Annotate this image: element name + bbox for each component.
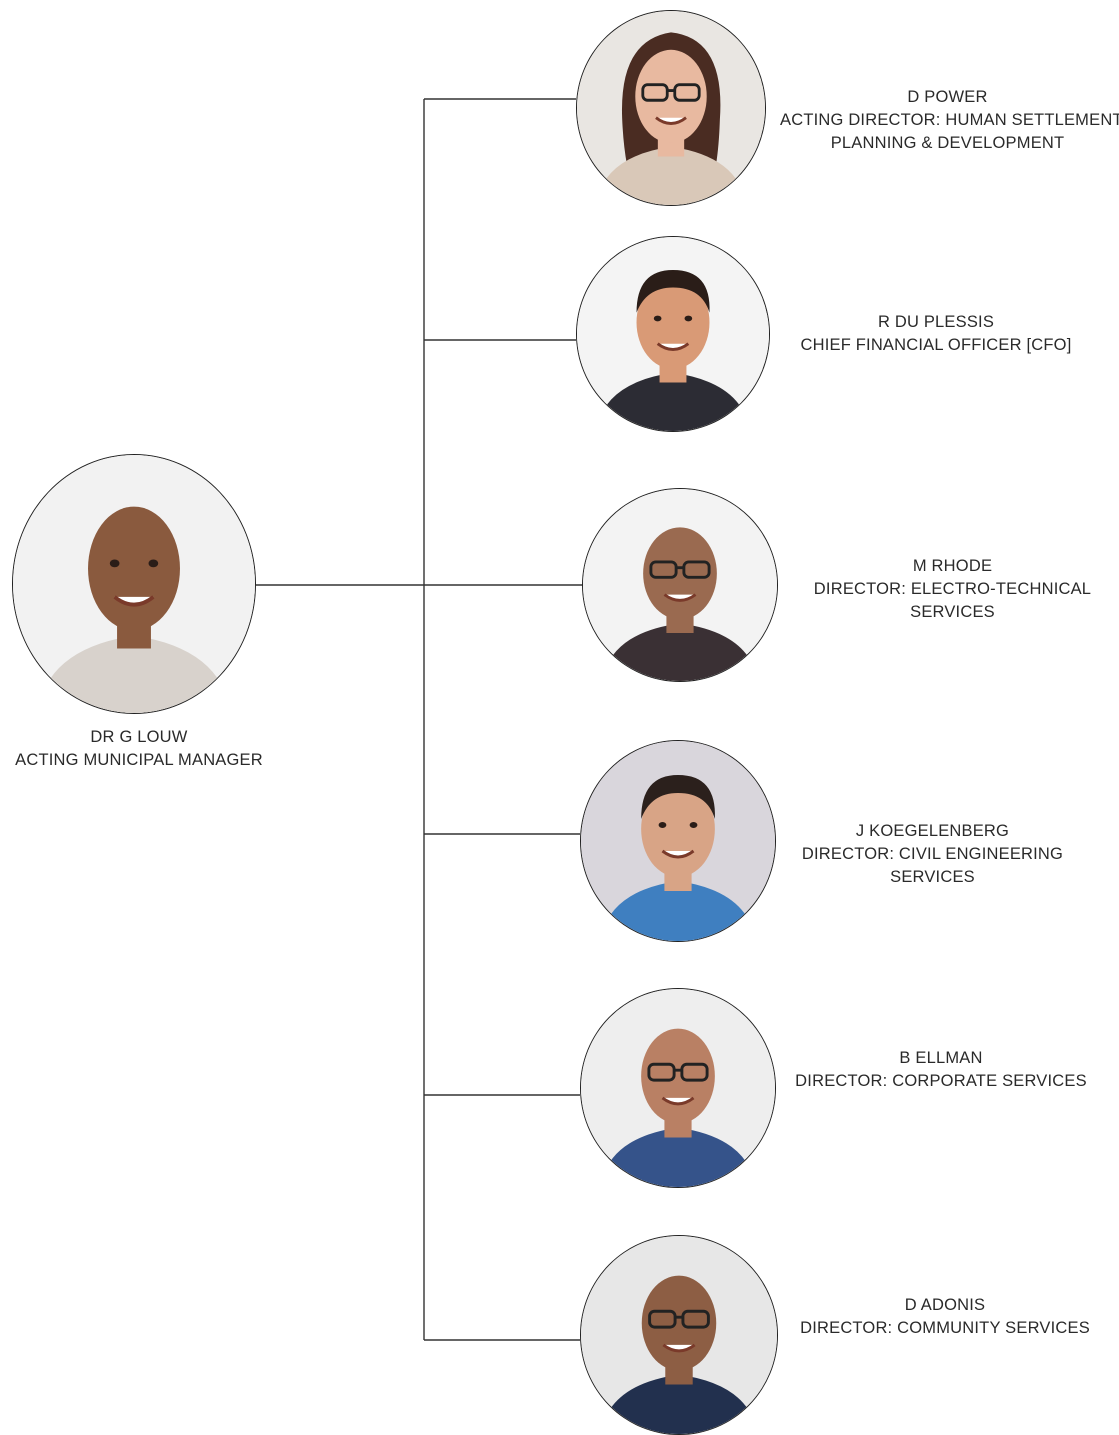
director-label: D ADONIS DIRECTOR: COMMUNITY SERVICES [780, 1294, 1110, 1340]
director-label: M RHODE DIRECTOR: ELECTRO-TECHNICAL SERVIC… [790, 555, 1115, 624]
director-name: B ELLMAN [899, 1049, 983, 1067]
director-photo [576, 236, 770, 432]
director-title-line: DIRECTOR: CORPORATE SERVICES [795, 1072, 1087, 1090]
director-label: B ELLMAN DIRECTOR: CORPORATE SERVICES [780, 1047, 1102, 1093]
manager-label: DR G LOUW ACTING MUNICIPAL MANAGER [0, 726, 278, 772]
director-photo [576, 10, 766, 206]
director-title-line: ACTING DIRECTOR: HUMAN SETTLEMENTS, [780, 111, 1119, 129]
director-title-line: PLANNING & DEVELOPMENT [830, 134, 1065, 152]
director-label: J KOEGELENBERG DIRECTOR: CIVIL ENGINEERIN… [780, 820, 1085, 889]
director-title-line: SERVICES [910, 603, 995, 621]
director-photo [582, 488, 778, 682]
director-name: R DU PLESSIS [877, 313, 995, 331]
director-name: D ADONIS [904, 1296, 986, 1314]
director-photo [580, 740, 776, 942]
director-photo [580, 1235, 778, 1435]
director-title-line: CHIEF FINANCIAL OFFICER [CFO] [800, 336, 1072, 354]
director-label: R DU PLESSIS CHIEF FINANCIAL OFFICER [CFO… [780, 311, 1092, 357]
manager-photo [12, 454, 256, 714]
director-name: J KOEGELENBERG [855, 822, 1010, 840]
director-name: M RHODE [912, 557, 993, 575]
director-label: D POWER ACTING DIRECTOR: HUMAN SETTLEMENT… [780, 86, 1119, 155]
manager-title: ACTING MUNICIPAL MANAGER [15, 751, 263, 769]
director-title-line: DIRECTOR: ELECTRO-TECHNICAL [813, 580, 1092, 598]
manager-name: DR G LOUW [90, 728, 188, 746]
director-title-line: SERVICES [890, 868, 975, 886]
director-photo [580, 988, 776, 1188]
director-title-line: DIRECTOR: CIVIL ENGINEERING [801, 845, 1064, 863]
director-name: D POWER [907, 88, 988, 106]
director-title-line: DIRECTOR: COMMUNITY SERVICES [800, 1319, 1090, 1337]
